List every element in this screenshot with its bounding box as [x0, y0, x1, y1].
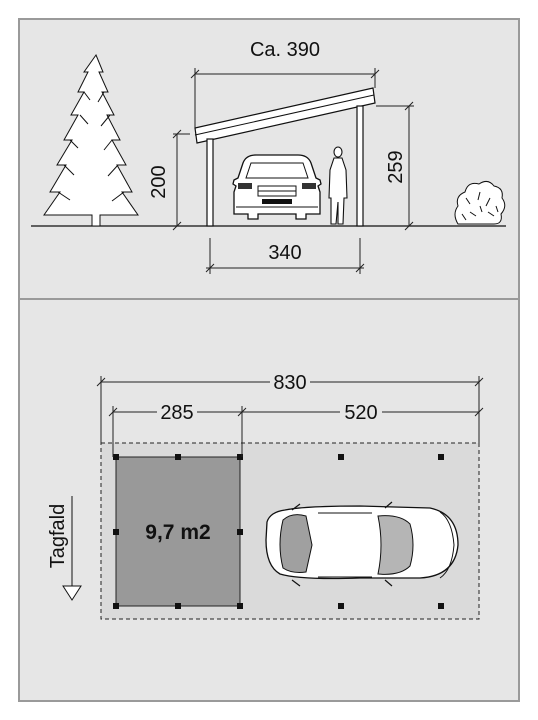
width-label: Ca. 390 — [250, 39, 320, 61]
carport-length-label: 520 — [344, 402, 377, 424]
post-marker — [237, 603, 243, 609]
tree-icon — [43, 53, 139, 227]
post-marker — [338, 454, 344, 460]
carport-structure — [194, 87, 376, 227]
dimension-width — [190, 68, 380, 128]
dimension-high-height — [376, 101, 414, 231]
roof-slope-label: Tagfald — [47, 504, 69, 569]
post-marker — [175, 454, 181, 460]
post-marker — [438, 603, 444, 609]
post-spacing-label: 340 — [268, 242, 301, 264]
total-length-label: 830 — [273, 372, 306, 394]
dimension-post-spacing — [205, 238, 365, 274]
post-marker — [438, 454, 444, 460]
low-height-label: 200 — [148, 165, 170, 198]
roof — [194, 87, 376, 144]
plan-view: 9,7 m2 — [47, 370, 484, 620]
post-marker — [113, 529, 119, 535]
post-marker — [237, 454, 243, 460]
person-icon — [328, 146, 348, 225]
post-marker — [237, 529, 243, 535]
post-marker — [338, 603, 344, 609]
high-height-label: 259 — [385, 150, 407, 183]
post-marker — [113, 454, 119, 460]
rear-post — [356, 105, 364, 227]
post-markers — [113, 454, 444, 609]
post-marker — [113, 603, 119, 609]
car-front-icon — [232, 154, 322, 220]
post-marker — [175, 603, 181, 609]
arrow-down-icon — [62, 496, 82, 601]
bush-icon — [454, 180, 506, 225]
shed-area-label: 9,7 m2 — [145, 521, 210, 544]
shed-length-label: 285 — [160, 402, 193, 424]
dimension-low-height — [172, 129, 190, 231]
car-top-icon — [265, 501, 459, 587]
front-post — [206, 138, 214, 227]
elevation-view: Ca. 390 340 200 259 — [31, 39, 506, 274]
